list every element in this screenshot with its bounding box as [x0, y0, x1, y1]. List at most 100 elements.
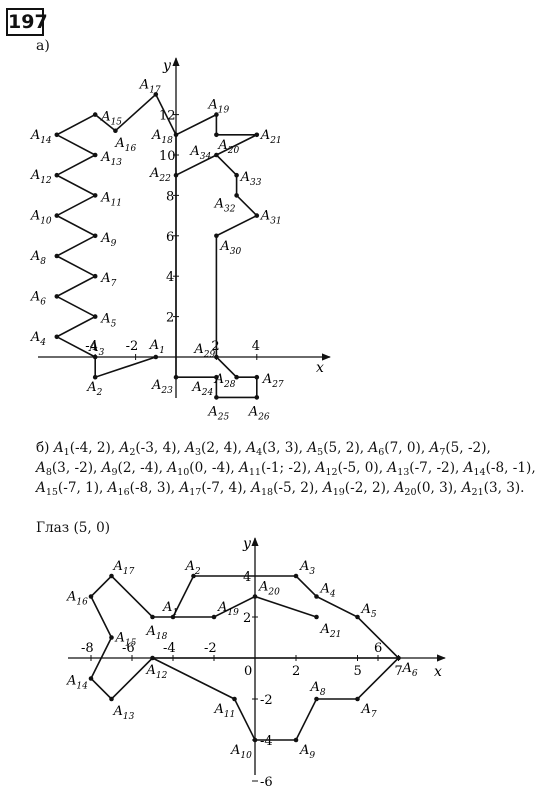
- point-label-b: A17: [113, 559, 135, 577]
- point-a: [54, 334, 60, 340]
- coord-item: A2(-3, 4),: [119, 440, 181, 458]
- point-label-b: A12: [146, 663, 168, 681]
- point-label-a: A28: [214, 372, 236, 390]
- point-b: [293, 573, 299, 579]
- point-b: [232, 696, 237, 702]
- coord-item: A14(-8, -1),: [463, 460, 536, 478]
- coord-item: A15(-7, 1),: [36, 480, 104, 498]
- point-a: [214, 132, 219, 138]
- point-b: [252, 594, 258, 599]
- point-a: [173, 132, 179, 138]
- point-a: [54, 294, 60, 299]
- point-a: [254, 213, 260, 218]
- point-a: [92, 314, 98, 319]
- point-label-b: A1: [162, 600, 178, 618]
- point-b: [191, 573, 196, 579]
- point-a: [92, 273, 98, 279]
- coord-item: A12(-5, 0),: [315, 460, 384, 478]
- x-tick-label: 6: [374, 641, 382, 656]
- point-label-a: A6: [30, 289, 46, 307]
- y-tick-label: 10: [159, 149, 176, 164]
- point-label-a: A8: [30, 249, 46, 267]
- y-tick-label: 4: [166, 270, 174, 285]
- point-a: [214, 233, 219, 239]
- point-a: [92, 233, 98, 239]
- part-b-coordinates: б) A1(-4, 2), A2(-3, 4), A3(2, 4), A4(3,…: [36, 438, 544, 498]
- point-b: [314, 594, 319, 599]
- figure-a-polyline: [55, 93, 259, 399]
- coord-item: A7(5, -2),: [429, 440, 491, 458]
- point-label-a: A1: [149, 338, 165, 356]
- point-label-a: A5: [100, 312, 116, 330]
- point-label-a: A30: [219, 239, 241, 257]
- point-label-a: A20: [217, 138, 239, 156]
- part-a-label: а): [36, 38, 50, 54]
- point-a: [214, 395, 219, 400]
- coord-item: A18(-5, 2),: [251, 480, 319, 498]
- point-b: [396, 655, 401, 661]
- point-a: [214, 112, 219, 117]
- point-b: [170, 614, 176, 620]
- point-label-a: A21: [260, 128, 282, 146]
- point-b: [109, 635, 114, 640]
- point-label-b: A20: [258, 580, 280, 598]
- point-label-a: A22: [149, 166, 171, 184]
- point-label-b: A10: [230, 743, 252, 761]
- x-axis-label: x: [316, 360, 324, 376]
- point-a: [92, 374, 98, 380]
- point-label-b: A18: [146, 624, 168, 642]
- point-label-b: A19: [217, 600, 239, 618]
- figure-b-outline: [90, 574, 400, 741]
- point-label-b: A15: [115, 631, 137, 649]
- point-a: [113, 128, 118, 134]
- coord-item: A5(5, 2),: [307, 440, 365, 458]
- y-tick-label: 2: [243, 611, 251, 626]
- y-tick-label: 8: [166, 189, 174, 204]
- point-a: [153, 354, 159, 360]
- point-a: [214, 354, 219, 360]
- x-tick-label: -8: [81, 641, 94, 656]
- point-label-a: A2: [86, 380, 102, 398]
- point-a: [173, 172, 179, 178]
- point-label-b: A2: [185, 559, 201, 577]
- point-b: [252, 737, 258, 743]
- point-a: [92, 112, 98, 117]
- point-a: [234, 172, 239, 178]
- eye-coordinate: Глаз (5, 0): [36, 520, 111, 536]
- coord-item: A8(3, -2),: [36, 460, 98, 478]
- point-label-a: A25: [207, 404, 229, 422]
- point-b: [314, 614, 319, 620]
- y-tick-label: -6: [260, 775, 273, 790]
- point-label-a: A7: [100, 271, 116, 289]
- x-tick-label: 0: [244, 664, 252, 679]
- coord-item: A9(2, -4),: [101, 460, 164, 478]
- x-tick-label: 2: [211, 339, 219, 354]
- point-label-a: A14: [30, 128, 52, 146]
- point-label-b: A9: [299, 743, 315, 761]
- point-a: [54, 253, 60, 259]
- point-a: [254, 395, 260, 400]
- y-tick-label: 2: [166, 311, 174, 326]
- coord-item: A13(-7, -2),: [387, 460, 460, 478]
- point-label-a: A3: [88, 340, 104, 358]
- x-tick-label: -2: [126, 339, 139, 354]
- x-tick-label: -4: [163, 641, 176, 656]
- point-a: [54, 172, 60, 178]
- coord-item: A1(-4, 2),: [53, 440, 116, 458]
- point-a: [92, 152, 98, 158]
- point-label-a: A19: [207, 98, 229, 116]
- point-b: [88, 594, 94, 599]
- point-label-a: A16: [114, 136, 136, 154]
- point-a: [54, 132, 60, 138]
- point-label-a: A23: [151, 378, 173, 396]
- coord-item: A17(-7, 4),: [179, 480, 247, 498]
- point-label-b: A13: [113, 704, 135, 722]
- point-label-b: A14: [66, 674, 88, 692]
- point-label-a: A29: [193, 342, 215, 360]
- point-a: [234, 193, 239, 198]
- figure-a-segment: [175, 154, 217, 176]
- point-label-a: A11: [100, 190, 122, 208]
- x-tick-label: -2: [204, 641, 217, 656]
- coord-item: A10(0, -4),: [167, 460, 235, 478]
- x-tick-label: 4: [252, 339, 260, 354]
